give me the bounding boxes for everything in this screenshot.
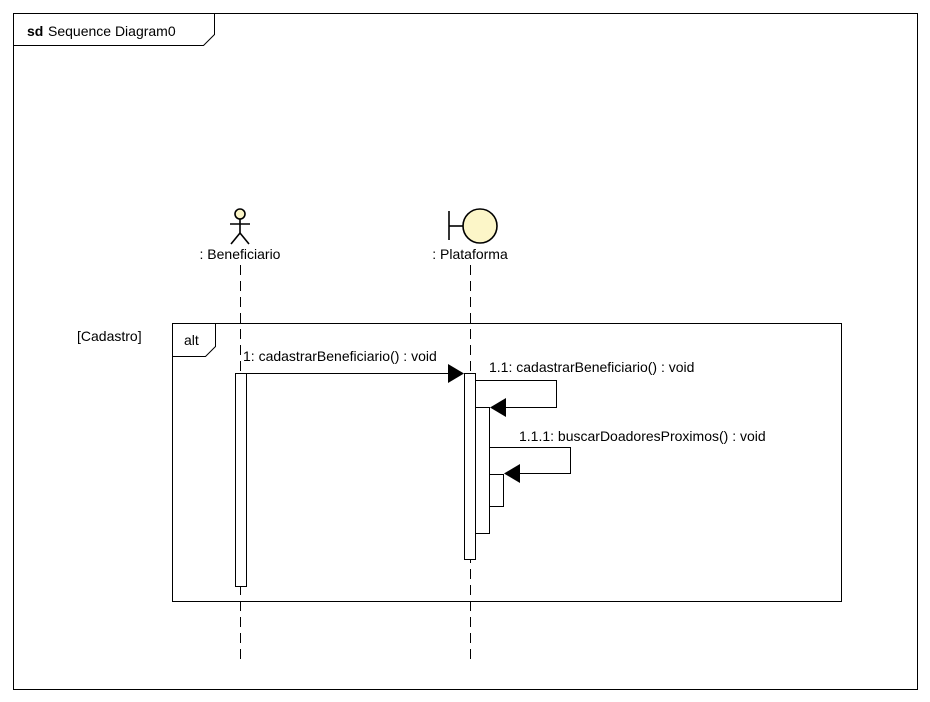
message-1-label: 1: cadastrarBeneficiario() : void	[243, 348, 437, 364]
message-1-1-arrowhead	[490, 398, 506, 417]
message-1-1-1-arrowhead	[504, 464, 520, 483]
activation-plataforma	[464, 373, 476, 560]
lifeline-label-plataforma: : Plataforma	[432, 246, 508, 262]
diagram-frame	[13, 13, 918, 690]
message-1-1-1-arrow	[490, 447, 571, 474]
frame-title: Sequence Diagram0	[48, 23, 176, 39]
actor-icon	[230, 208, 250, 245]
message-1-1-1-label: 1.1.1: buscarDoadoresProximos() : void	[519, 428, 766, 444]
message-1-arrowhead	[448, 364, 464, 383]
alt-fragment-tab	[172, 323, 216, 357]
activation-plataforma-nested-1	[475, 407, 490, 534]
alt-fragment	[172, 323, 842, 602]
fragment-operator: alt	[184, 332, 199, 348]
frame-tab	[13, 13, 215, 46]
frame-keyword: sd	[27, 23, 43, 39]
lifeline-label-beneficiario: : Beneficiario	[200, 246, 281, 262]
fragment-guard: [Cadastro]	[77, 328, 142, 344]
message-1-1-label: 1.1: cadastrarBeneficiario() : void	[489, 359, 694, 375]
activation-plataforma-nested-2	[489, 474, 504, 507]
activation-beneficiario	[235, 373, 247, 587]
message-1-1-arrow	[476, 380, 557, 408]
boundary-icon	[448, 208, 498, 244]
